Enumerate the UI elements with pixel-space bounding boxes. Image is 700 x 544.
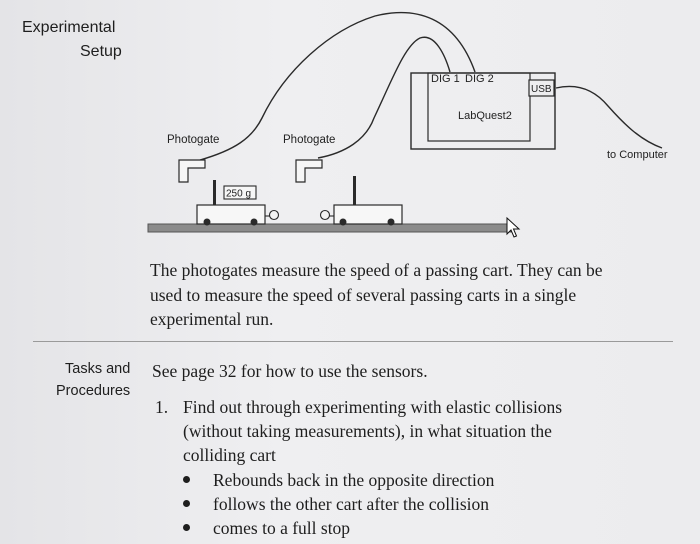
magnet-bumper-icon — [319, 209, 331, 221]
labquest-inner-box — [427, 72, 531, 142]
usb-port — [528, 79, 555, 97]
port-label-dig2: DIG 2 — [465, 73, 494, 85]
bullet-dot-icon — [183, 500, 190, 507]
bullet-text: follows the other cart after the collisi… — [213, 494, 490, 514]
diagram-caption: The photogates measure the speed of a pa… — [150, 258, 690, 332]
task-line: (without taking measurements), in what s… — [183, 421, 552, 441]
section-divider — [33, 341, 673, 342]
to-computer-label: to Computer — [607, 149, 668, 161]
port-label-usb: USB — [531, 84, 552, 95]
cart-right — [319, 176, 403, 226]
bullet-dot-icon — [183, 476, 190, 483]
photogate-left-label: Photogate — [167, 134, 219, 146]
section-label-procedures: Procedures — [56, 383, 131, 399]
bullet-text: Rebounds back in the opposite direction — [213, 470, 495, 490]
task-line: colliding cart — [183, 445, 276, 465]
port-label-dig1: DIG 1 — [431, 73, 460, 85]
caption-line: The photogates measure the speed of a pa… — [150, 260, 603, 280]
task-number: 1. — [155, 397, 169, 417]
mass-block — [223, 185, 257, 200]
labquest-label: LabQuest2 — [458, 110, 512, 122]
section-label-setup: Setup — [80, 43, 122, 60]
section-label-tasks-and: Tasks and — [65, 361, 131, 377]
photogate-right-icon — [295, 159, 323, 183]
caption-line: experimental run. — [150, 309, 274, 329]
photogate-right-label: Photogate — [283, 134, 335, 146]
cable-right-photogate — [317, 36, 451, 159]
task-item-1: 1. Find out through experimenting with e… — [155, 395, 562, 467]
cable-usb-to-computer — [555, 85, 663, 149]
cart-left-with-mass: 250 g — [196, 180, 280, 226]
bullet-dot-icon — [183, 524, 190, 531]
experimental-setup-diagram: DIG 1 DIG 2 USB LabQuest2 to Computer Ph… — [147, 11, 668, 238]
track — [147, 223, 512, 233]
cable-left-photogate — [199, 11, 476, 161]
bullet-text: comes to a full stop — [213, 518, 351, 538]
photogate-left-icon — [178, 159, 206, 183]
magnet-bumper-icon — [268, 209, 280, 221]
task-line: Find out through experimenting with elas… — [183, 397, 563, 417]
section-label-experimental: Experimental — [22, 19, 116, 36]
tasks-intro: See page 32 for how to use the sensors. — [152, 361, 428, 381]
mass-label: 250 g — [226, 189, 251, 200]
caption-line: used to measure the speed of several pas… — [150, 284, 577, 305]
mouse-pointer-icon — [506, 216, 521, 238]
